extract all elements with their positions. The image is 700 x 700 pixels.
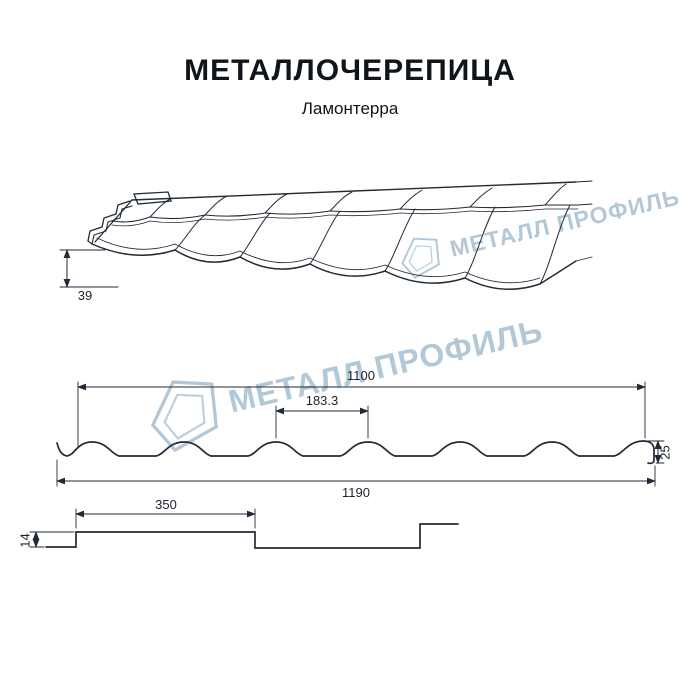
dim-label-overall-width: 1190 [342,485,370,500]
dim-label-roof-step: 39 [77,288,93,303]
dim-label-module-length: 350 [155,497,177,512]
page-title: МЕТАЛЛОЧЕРЕПИЦА [184,54,516,87]
page-subtitle: Ламонтерра [301,99,399,118]
dim-label-cover-width: 1100 [347,368,375,383]
profile-cross-section [56,381,665,487]
dim-label-step-height: 14 [17,533,33,548]
dim-label-wave-pitch: 183.3 [305,393,339,408]
roof-3d-view [59,180,593,290]
dim-label-profile-height: 25 [657,445,673,460]
module-step-profile [29,508,459,549]
